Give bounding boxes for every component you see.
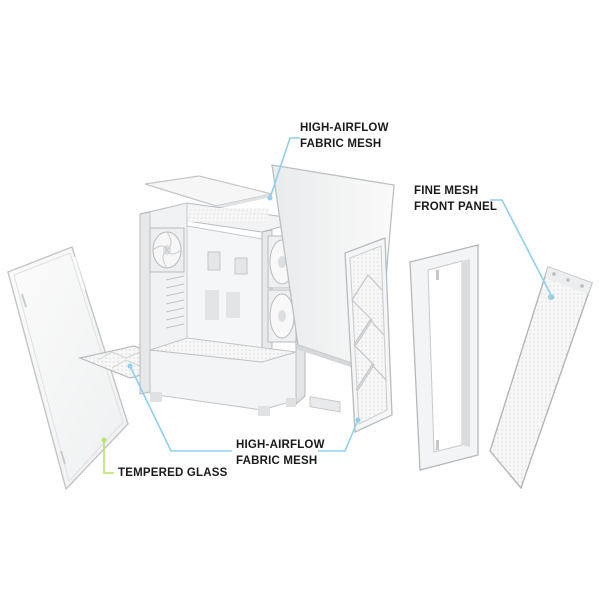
leader-top-mesh-dot [267, 195, 273, 201]
callout-bottom-line2: FABRIC MESH [236, 455, 318, 467]
rear-fan [149, 227, 185, 273]
leader-glass [103, 440, 114, 474]
leader-bottom-mesh-left-dot [127, 363, 133, 369]
leader-front-panel-dot [549, 294, 555, 300]
leader-bottom-mesh-left [129, 365, 232, 452]
callout-fine-mesh-front-panel: FINE MESH FRONT PANEL [414, 183, 497, 215]
leader-bottom-mesh-right-dot [355, 417, 361, 423]
leader-front-panel [490, 199, 553, 298]
chassis [139, 202, 306, 416]
callout-top-fabric-mesh: HIGH-AIRFLOW FABRIC MESH [300, 120, 389, 152]
leader-top-mesh [269, 137, 300, 199]
leader-lines [101, 137, 555, 474]
callout-bottom-fabric-mesh: HIGH-AIRFLOW FABRIC MESH [236, 437, 325, 469]
front-panel-frame [409, 244, 479, 471]
callout-tempered-glass: TEMPERED GLASS [118, 465, 228, 481]
tempered-glass-panel [7, 246, 129, 491]
front-inner-bezel [344, 237, 393, 433]
top-fabric-mesh [144, 175, 273, 209]
leader-glass-dot [101, 437, 107, 443]
leader-bottom-mesh-right [318, 419, 359, 452]
fine-mesh-front-panel [489, 266, 593, 490]
callout-glass-line1: TEMPERED GLASS [118, 467, 228, 479]
callout-top-line2: FABRIC MESH [300, 138, 382, 150]
callout-front-line2: FRONT PANEL [414, 201, 498, 213]
callout-front-line1: FINE MESH [414, 185, 479, 197]
callout-bottom-line1: HIGH-AIRFLOW [236, 439, 325, 451]
callout-top-line1: HIGH-AIRFLOW [300, 122, 389, 134]
